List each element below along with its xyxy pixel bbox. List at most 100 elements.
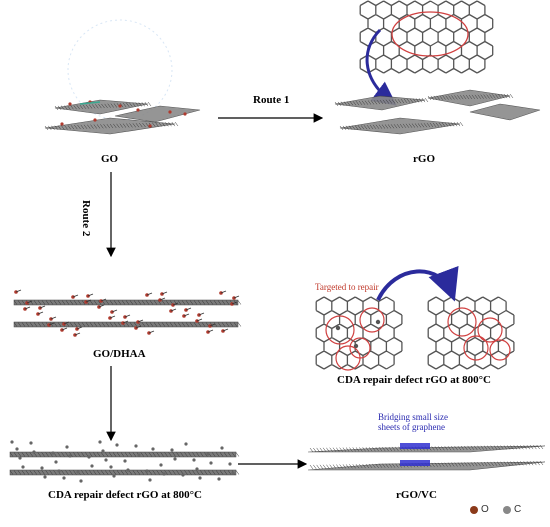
cda-structure [9, 440, 240, 483]
repair-circle [447, 307, 477, 337]
defect-atom [353, 343, 359, 349]
repaired-hex-lattice [427, 296, 515, 370]
cda-particle [109, 465, 113, 469]
defect-circle [325, 315, 355, 345]
dhaa-bond [222, 328, 229, 332]
cda-particle [15, 447, 19, 451]
oxygen-legend-label: O [481, 504, 489, 515]
rgo-hatch-1 [334, 97, 429, 107]
rgo-label: rGO [413, 153, 435, 165]
cda-particle [159, 463, 163, 467]
bridge-blue-2 [400, 460, 430, 466]
defect-atom [335, 325, 341, 331]
cda-particle [76, 470, 80, 474]
go-oxygen-atom [183, 112, 187, 116]
go-oxygen-atom [168, 110, 172, 114]
dhaa-bond [15, 289, 22, 293]
bridging-line-2: sheets of graphene [378, 422, 445, 432]
cda-particle [126, 468, 130, 472]
targeted-repair-panel [315, 265, 515, 371]
go-label: GO [101, 153, 119, 165]
legend-oxygen: O [470, 504, 489, 515]
cda-particle [173, 457, 177, 461]
cda-layer-2 [9, 469, 237, 476]
dhaa-bond [124, 314, 131, 318]
cda-particle [184, 442, 188, 446]
dhaa-bond [50, 316, 57, 320]
bridging-label: Bridging small size sheets of graphene [378, 412, 458, 432]
cda-particle [98, 440, 102, 444]
go-oxygen-atom [68, 102, 72, 106]
go-hatch-1 [54, 101, 152, 111]
dhaa-bond [196, 318, 203, 322]
cda-particle [40, 466, 44, 470]
dhaa-bond [209, 323, 216, 327]
dhaa-bond [48, 322, 55, 326]
cda-particle [181, 473, 185, 477]
cda-particle [145, 469, 149, 473]
cda-particle [217, 477, 221, 481]
cda-particle [65, 445, 69, 449]
cda-particle [220, 446, 224, 450]
cda-particle [192, 458, 196, 462]
go-sheet-3 [114, 105, 201, 123]
repair-circle [489, 339, 511, 361]
go-structure [44, 19, 201, 135]
cda-particle [87, 455, 91, 459]
cda-particle [170, 448, 174, 452]
cda-bottom-label: CDA repair defect rGO at 800°C [48, 489, 202, 501]
route2-label: Route 2 [80, 200, 92, 237]
cda-particle [43, 475, 47, 479]
cda-particle [134, 444, 138, 448]
cda-particle [79, 479, 83, 483]
bridge-blue-1 [400, 443, 430, 449]
cda-particle [206, 452, 210, 456]
go-dhaa-structure [13, 289, 242, 337]
cda-particle [209, 461, 213, 465]
oxygen-legend-dot [470, 505, 478, 514]
route1-label: Route 1 [253, 94, 290, 106]
repair-circle [463, 335, 489, 361]
cda-particle [198, 476, 202, 480]
rgo-hatch-2 [339, 121, 464, 131]
rgo-hatch-3 [427, 93, 514, 101]
go-sheet-1 [54, 99, 149, 115]
go-oxygen-atom [118, 104, 122, 108]
dhaa-bond [122, 320, 129, 324]
dhaa-bond [72, 294, 79, 298]
rgo-sheet-4 [469, 103, 541, 121]
dhaa-bond [198, 312, 205, 316]
defect-circle [359, 307, 385, 333]
dhaa-bond [231, 301, 238, 305]
dhaa-layer-1-hatch [13, 300, 242, 305]
cda-particle [51, 451, 55, 455]
repair-circle [477, 317, 503, 343]
dhaa-bond [24, 306, 31, 310]
cda-particle [115, 443, 119, 447]
cda-particle [112, 474, 116, 478]
cda-particle [18, 456, 22, 460]
go-oxygen-atom [60, 122, 64, 126]
cda-layer-1 [9, 451, 237, 458]
dhaa-bond [109, 315, 116, 319]
dhaa-bond [85, 299, 92, 303]
go-sheet-2 [44, 117, 176, 135]
dhaa-molecule [62, 322, 66, 326]
bridging-line-1: Bridging small size [378, 412, 448, 422]
rgo-vc-label: rGO/VC [396, 489, 437, 501]
cda-particle [101, 449, 105, 453]
rgo-sheet-3 [427, 89, 511, 107]
dhaa-bond [98, 304, 105, 308]
cda-particle [123, 459, 127, 463]
dhaa-bond [111, 309, 118, 313]
dhaa-bond [87, 293, 94, 297]
legend-carbon: C [503, 504, 521, 515]
cda-particle [148, 478, 152, 482]
dhaa-bond [146, 292, 153, 296]
cda-particle [68, 454, 72, 458]
cda-particle [10, 440, 14, 444]
dhaa-bond [76, 326, 83, 330]
dhaa-bond [172, 302, 179, 306]
